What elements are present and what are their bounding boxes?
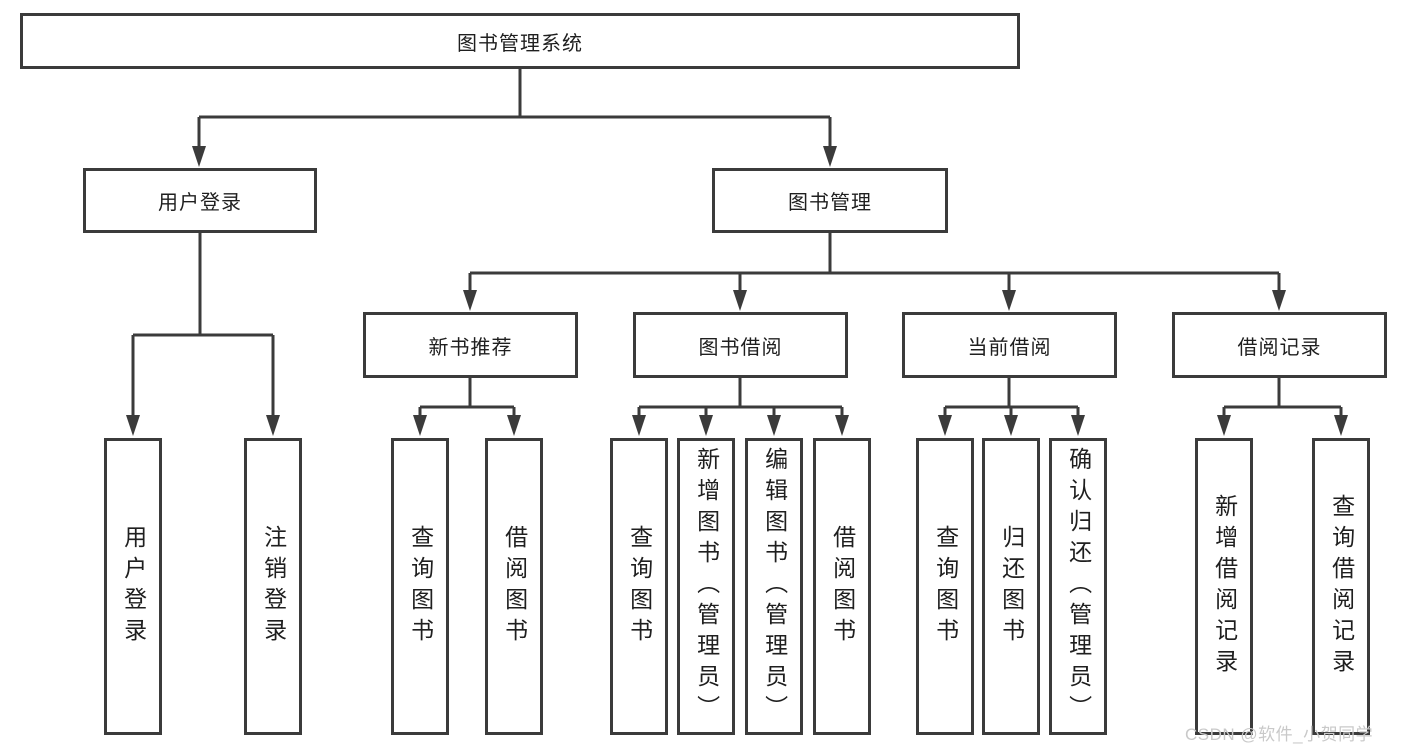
node-new-book-recommend-label: 新书推荐	[428, 336, 513, 359]
node-root-label: 图书管理系统	[457, 32, 583, 55]
leaf-borrow-books-borrow-label: 借阅图书	[829, 524, 856, 649]
leaf-borrow-books-recommend: 借阅图书	[485, 438, 543, 735]
leaf-borrow-books-recommend-label: 借阅图书	[501, 524, 528, 649]
leaf-query-books-recommend-label: 查询图书	[407, 524, 434, 649]
node-root: 图书管理系统	[20, 13, 1020, 69]
node-book-management: 图书管理	[712, 168, 948, 233]
leaf-add-borrow-record-label: 新增借阅记录	[1211, 493, 1238, 680]
leaf-query-books-current: 查询图书	[916, 438, 974, 735]
leaf-user-login: 用户登录	[104, 438, 162, 735]
node-book-management-label: 图书管理	[788, 192, 872, 214]
node-current-borrow-label: 当前借阅	[967, 336, 1052, 359]
node-borrow-records: 借阅记录	[1172, 312, 1387, 378]
leaf-query-books-current-label: 查询图书	[932, 524, 959, 649]
leaf-add-book-admin-label: 新增图书（管理员）	[693, 447, 720, 726]
leaf-user-login-label: 用户登录	[120, 524, 147, 649]
node-current-borrow: 当前借阅	[902, 312, 1117, 378]
leaf-borrow-books-borrow: 借阅图书	[813, 438, 871, 735]
leaf-logout: 注销登录	[244, 438, 302, 735]
node-user-login-label: 用户登录	[158, 192, 242, 214]
leaf-return-book: 归还图书	[982, 438, 1040, 735]
leaf-edit-book-admin-label: 编辑图书（管理员）	[761, 447, 788, 726]
leaf-logout-label: 注销登录	[260, 524, 287, 649]
leaf-query-borrow-record-label: 查询借阅记录	[1328, 493, 1355, 680]
leaf-query-borrow-record: 查询借阅记录	[1312, 438, 1370, 735]
node-book-borrow-label: 图书借阅	[698, 336, 783, 359]
node-new-book-recommend: 新书推荐	[363, 312, 578, 378]
leaf-return-book-label: 归还图书	[998, 524, 1025, 649]
leaf-query-books-recommend: 查询图书	[391, 438, 449, 735]
leaf-add-borrow-record: 新增借阅记录	[1195, 438, 1253, 735]
node-borrow-records-label: 借阅记录	[1237, 336, 1322, 359]
leaf-add-book-admin: 新增图书（管理员）	[677, 438, 735, 735]
leaf-confirm-return-admin: 确认归还（管理员）	[1049, 438, 1107, 735]
leaf-confirm-return-admin-label: 确认归还（管理员）	[1065, 447, 1092, 726]
node-user-login: 用户登录	[83, 168, 317, 233]
watermark: CSDN @软件_小贺同学	[1185, 725, 1374, 744]
leaf-query-books-borrow: 查询图书	[610, 438, 668, 735]
leaf-query-books-borrow-label: 查询图书	[626, 524, 653, 649]
node-book-borrow: 图书借阅	[633, 312, 848, 378]
leaf-edit-book-admin: 编辑图书（管理员）	[745, 438, 803, 735]
